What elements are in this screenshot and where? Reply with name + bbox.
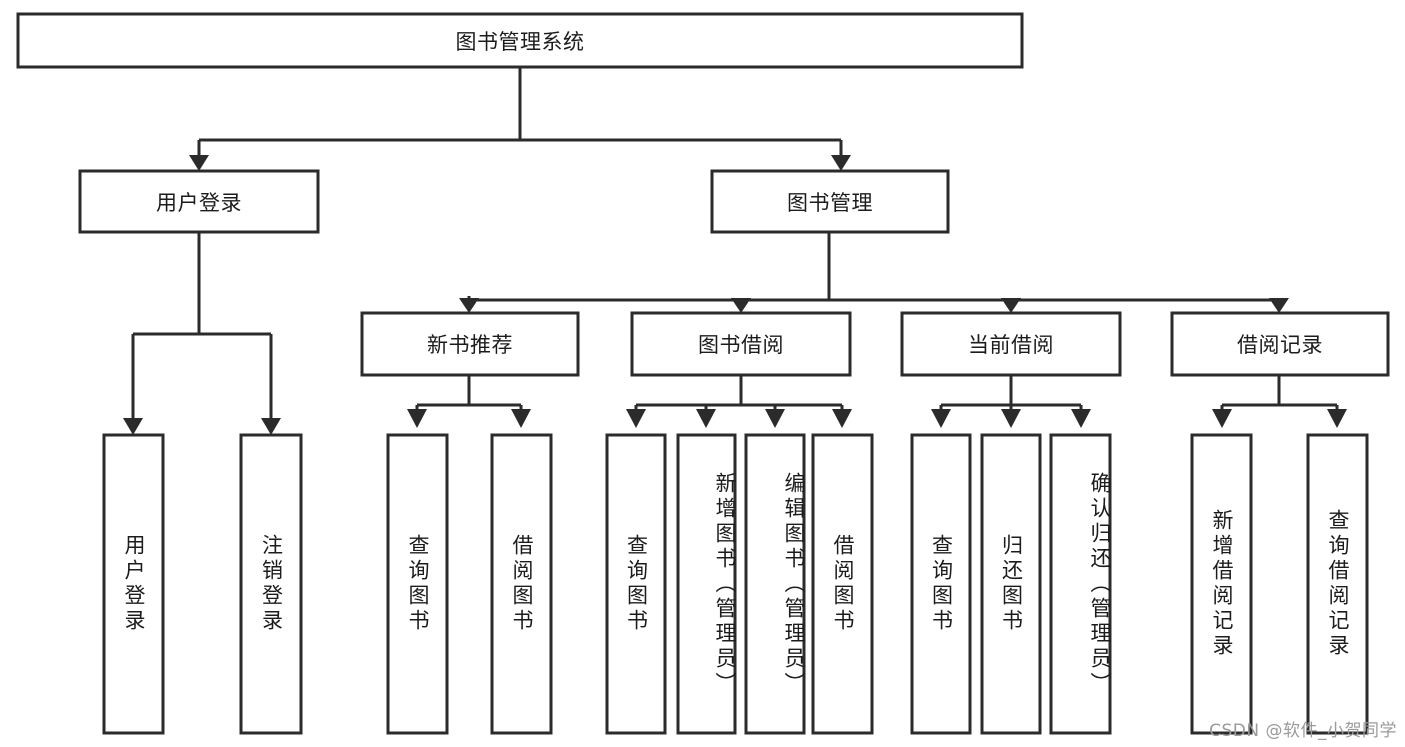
node-box-leaf-newbook-2[interactable] — [490, 433, 553, 735]
connector-bookborrow-to-leaves — [626, 375, 852, 428]
connector-newbook-to-leaves — [407, 375, 531, 428]
node-box-leaf-user-login-2[interactable] — [239, 433, 303, 735]
node-box-book-management[interactable] — [710, 169, 950, 234]
connector-userlogin-to-leaves — [123, 232, 281, 435]
node-box-leaf-currentborrow-2[interactable] — [980, 433, 1042, 735]
node-box-leaf-bookborrow-1[interactable] — [605, 433, 667, 735]
node-box-book-borrow[interactable] — [630, 311, 852, 377]
node-box-leaf-currentborrow-3[interactable] — [1049, 433, 1112, 735]
connector-root-to-level2 — [189, 67, 851, 171]
connector-currentborrow-to-leaves — [931, 375, 1091, 428]
connector-bookmanage-to-level3 — [459, 232, 1289, 313]
node-box-root[interactable] — [16, 12, 1024, 69]
connector-borrowrecord-to-leaves — [1212, 375, 1347, 428]
node-box-current-borrow[interactable] — [900, 311, 1122, 377]
node-box-leaf-bookborrow-2[interactable] — [676, 433, 737, 735]
arrow-head-book-manage — [831, 155, 851, 171]
node-box-borrow-record[interactable] — [1170, 311, 1390, 377]
node-box-user-login[interactable] — [78, 169, 320, 234]
node-box-leaf-borrowrecord-1[interactable] — [1190, 433, 1253, 735]
node-box-leaf-user-login-1[interactable] — [102, 433, 165, 735]
node-box-leaf-currentborrow-1[interactable] — [910, 433, 972, 735]
node-box-leaf-bookborrow-3[interactable] — [744, 433, 806, 735]
node-box-leaf-bookborrow-4[interactable] — [811, 433, 874, 735]
node-box-new-book-recommend[interactable] — [360, 311, 580, 377]
arrow-head-user-login — [189, 155, 209, 171]
node-box-leaf-borrowrecord-2[interactable] — [1306, 433, 1369, 735]
node-box-leaf-newbook-1[interactable] — [386, 433, 449, 735]
